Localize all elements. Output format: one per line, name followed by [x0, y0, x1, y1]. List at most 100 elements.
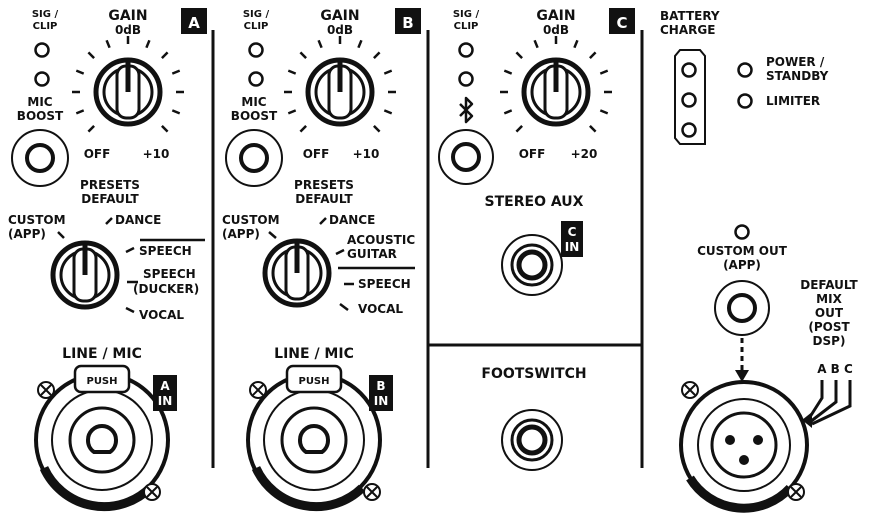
footswitch-label: FOOTSWITCH [481, 366, 586, 382]
dial-tick [373, 125, 381, 133]
screw-icon [681, 381, 699, 399]
input-b-badge-letter: B [376, 379, 385, 393]
input-c-badge-in: IN [565, 240, 580, 254]
sig-clip-label-line1: SIG / [453, 9, 480, 20]
dial-tick [533, 39, 539, 49]
bluetooth-icon [459, 96, 474, 124]
dial-tick [171, 109, 181, 115]
stereo-aux-jack[interactable] [501, 234, 563, 296]
default-mix-label-line4: (POST [808, 320, 850, 334]
push-label: PUSH [298, 376, 329, 387]
push-label: PUSH [86, 376, 117, 387]
dial-tick [317, 39, 323, 49]
channel-c: C SIG / CLIP GAIN 0dB OFF +20 STEREO AUX… [438, 8, 635, 471]
channel-c-badge [609, 8, 635, 34]
xlr-output-jack[interactable] [679, 380, 809, 513]
dial-tick [383, 109, 393, 115]
mic-boost-label-line1: MIC [27, 95, 52, 109]
default-preset-label: DEFAULT [81, 192, 139, 206]
bluetooth-led [458, 71, 474, 87]
footswitch-jack[interactable] [501, 409, 563, 471]
custom-out-label-line1: CUSTOM OUT [697, 244, 788, 258]
dial-tick [599, 109, 609, 115]
gain-max-label: +20 [571, 147, 598, 161]
dial-tick [161, 125, 169, 133]
preset-selector-knob[interactable] [50, 240, 120, 310]
mic-boost-button[interactable] [225, 129, 283, 187]
input-b-badge [369, 375, 393, 411]
custom-out-jack[interactable] [714, 280, 770, 336]
dial-tick [589, 125, 597, 133]
gain-off-label: OFF [84, 147, 111, 161]
mix-merge-lines [806, 380, 852, 426]
bluetooth-pair-button[interactable] [438, 129, 494, 185]
sig-clip-label-line1: SIG / [32, 9, 59, 20]
default-mix-label-line2: MIX [816, 292, 842, 306]
screw-icon [363, 483, 381, 501]
battery-charge-label-line1: BATTERY [660, 9, 720, 23]
screw-icon [37, 381, 55, 399]
custom-out-led [734, 224, 750, 240]
gain-knob[interactable] [521, 57, 591, 127]
line-mic-label: LINE / MIC [62, 346, 142, 362]
screw-icon [143, 483, 161, 501]
dial-tick [171, 69, 181, 75]
input-a-badge [153, 375, 177, 411]
sig-clip-led [34, 42, 50, 58]
vocal-preset-label: VOCAL [139, 308, 184, 322]
input-a-badge-letter: A [160, 379, 170, 393]
dance-preset-label: DANCE [329, 213, 375, 227]
preset-pointers [57, 217, 205, 314]
sig-clip-label-line1: SIG / [243, 9, 270, 20]
custom-preset-label-line1: CUSTOM [8, 213, 66, 227]
dial-tick [161, 51, 169, 59]
channel-c-badge-label: C [616, 14, 627, 32]
mic-boost-label-line2: BOOST [17, 109, 64, 123]
dial-tick [299, 51, 307, 59]
screw-icon [787, 483, 805, 501]
xlr-combo-input-a[interactable] [34, 364, 170, 512]
presets-label: PRESETS [294, 178, 354, 192]
vocal-preset-label: VOCAL [358, 302, 403, 316]
mic-boost-label-line2: BOOST [231, 109, 278, 123]
preset-selector-knob[interactable] [262, 238, 332, 308]
gain-label: GAIN [108, 8, 147, 24]
sig-clip-label-line2: CLIP [33, 21, 58, 32]
dance-preset-label: DANCE [115, 213, 161, 227]
stereo-aux-label: STEREO AUX [485, 194, 584, 210]
gain-knob[interactable] [93, 57, 163, 127]
battery-charge-label-line2: CHARGE [660, 23, 715, 37]
power-standby-label-line1: POWER / [766, 55, 825, 69]
sig-clip-label-line2: CLIP [454, 21, 479, 32]
screw-icon [249, 381, 267, 399]
dial-tick [75, 69, 85, 75]
dial-tick [87, 125, 95, 133]
custom-preset-label-line2: (APP) [222, 227, 260, 241]
gain-dial-ticks [500, 36, 612, 133]
line-mic-label: LINE / MIC [274, 346, 354, 362]
gain-dial-ticks [72, 36, 184, 133]
sig-clip-label-line2: CLIP [244, 21, 269, 32]
input-c-badge-letter: C [568, 225, 577, 239]
dial-tick [503, 69, 513, 75]
default-mix-label-line5: DSP) [813, 334, 846, 348]
channel-a-badge-label: A [188, 14, 200, 32]
presets-label: PRESETS [80, 178, 140, 192]
section-dividers [211, 30, 644, 468]
gain-off-label: OFF [519, 147, 546, 161]
dial-tick [373, 51, 381, 59]
acoustic-guitar-label-line1: ACOUSTIC [347, 233, 415, 247]
sig-clip-led [248, 42, 264, 58]
mic-boost-button[interactable] [11, 129, 69, 187]
mic-boost-led [248, 71, 264, 87]
dial-tick [573, 39, 579, 49]
xlr-combo-input-b[interactable] [246, 364, 382, 512]
gain-knob[interactable] [305, 57, 375, 127]
dial-tick [383, 69, 393, 75]
speech-ducker-label-line1: SPEECH [143, 267, 196, 281]
power-standby-led [737, 62, 753, 78]
dial-tick [87, 51, 95, 59]
input-c-badge [561, 221, 583, 257]
custom-out-label-line2: (APP) [723, 258, 761, 272]
